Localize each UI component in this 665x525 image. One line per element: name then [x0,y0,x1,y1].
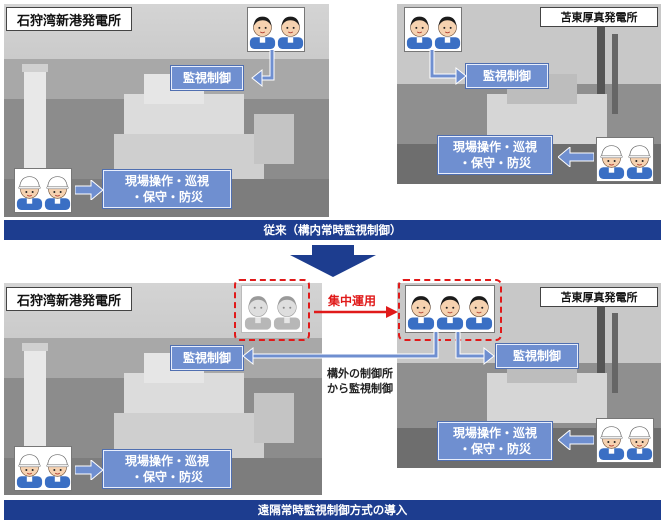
ishikari-field-ops-box-top: 現場操作・巡視 ・保守・防災 [103,170,231,208]
ishikari-control-operators-top [247,7,305,52]
operator-icon [436,292,464,330]
monitor-label: 監視制御 [182,351,231,365]
centralized-operators [405,285,495,333]
operator-icon [249,13,276,49]
left-arrow-icon [558,430,594,450]
centralized-operators-highlight [398,279,502,341]
ishikari-removed-operators [241,285,303,333]
conventional-banner: 従来（構内常時監視制御） [4,220,661,240]
ishikari-monitor-box-bottom: 監視制御 [171,346,243,370]
remote-monitoring-banner: 遠隔常時監視制御方式の導入 [4,500,661,520]
left-arrow-icon [558,147,594,167]
tomato-monitor-box-bottom: 監視制御 [496,344,578,368]
ishikari-field-ops-box-bottom: 現場操作・巡視 ・保守・防災 [103,450,231,488]
ishikari-monitor-box-top: 監視制御 [171,66,243,90]
helmet-worker-icon [44,174,71,210]
right-arrow-icon [75,460,103,480]
right-arrow-icon [251,50,275,88]
right-arrow-icon [429,50,467,86]
operator-icon [273,292,301,330]
centralized-operation-label: 集中運用 [328,294,377,308]
operator-icon [407,292,435,330]
ishikari-plant-label-top: 石狩湾新港発電所 [6,7,132,31]
tomato-field-workers-top [596,137,654,182]
helmet-worker-icon [16,452,43,488]
ishikari-plant-label-bottom: 石狩湾新港発電所 [6,287,132,311]
field-ops-line2: ・保守・防災 [130,190,203,204]
remote-note-line2: から監視制御 [327,382,393,395]
operator-icon [277,13,304,49]
field-ops-line2: ・保守・防災 [458,442,531,456]
monitor-label: 監視制御 [182,71,231,85]
tomato-atsuma-plant-label-bottom: 苫東厚真発電所 [540,287,658,307]
tomato-field-workers-bottom [596,418,654,463]
helmet-worker-icon [626,143,653,179]
field-ops-line1: 現場操作・巡視 [452,426,537,440]
right-arrow-icon [75,180,103,200]
down-arrow-icon [290,245,376,277]
ishikari-field-workers-top [14,168,72,213]
helmet-worker-icon [598,143,625,179]
tomato-field-ops-box-bottom: 現場操作・巡視 ・保守・防災 [438,422,552,460]
helmet-worker-icon [44,452,71,488]
remote-note-line1: 構外の制御所 [327,367,393,380]
right-arrow-icon [314,306,398,318]
field-ops-line2: ・保守・防災 [130,470,203,484]
monitor-label: 監視制御 [482,69,531,83]
ishikari-field-workers-bottom [14,446,72,491]
field-ops-line1: 現場操作・巡視 [124,174,209,188]
helmet-worker-icon [598,424,625,460]
right-arrow-icon [455,332,495,366]
helmet-worker-icon [626,424,653,460]
monitor-label: 監視制御 [512,349,561,363]
tomato-monitor-box-top: 監視制御 [466,64,548,88]
field-ops-line1: 現場操作・巡視 [124,454,209,468]
left-arrow-icon [242,332,439,366]
operator-icon [406,13,433,49]
field-ops-line1: 現場操作・巡視 [452,140,537,154]
operator-icon [434,13,461,49]
tomato-control-operators-top [404,7,462,52]
field-ops-line2: ・保守・防災 [458,156,531,170]
removed-operators-highlight [234,279,310,341]
tomato-field-ops-box-top: 現場操作・巡視 ・保守・防災 [438,136,552,174]
remote-control-note: 構外の制御所 から監視制御 [320,366,400,396]
helmet-worker-icon [16,174,43,210]
operator-icon [244,292,272,330]
operator-icon [465,292,493,330]
tomato-atsuma-plant-label-top: 苫東厚真発電所 [540,7,658,27]
